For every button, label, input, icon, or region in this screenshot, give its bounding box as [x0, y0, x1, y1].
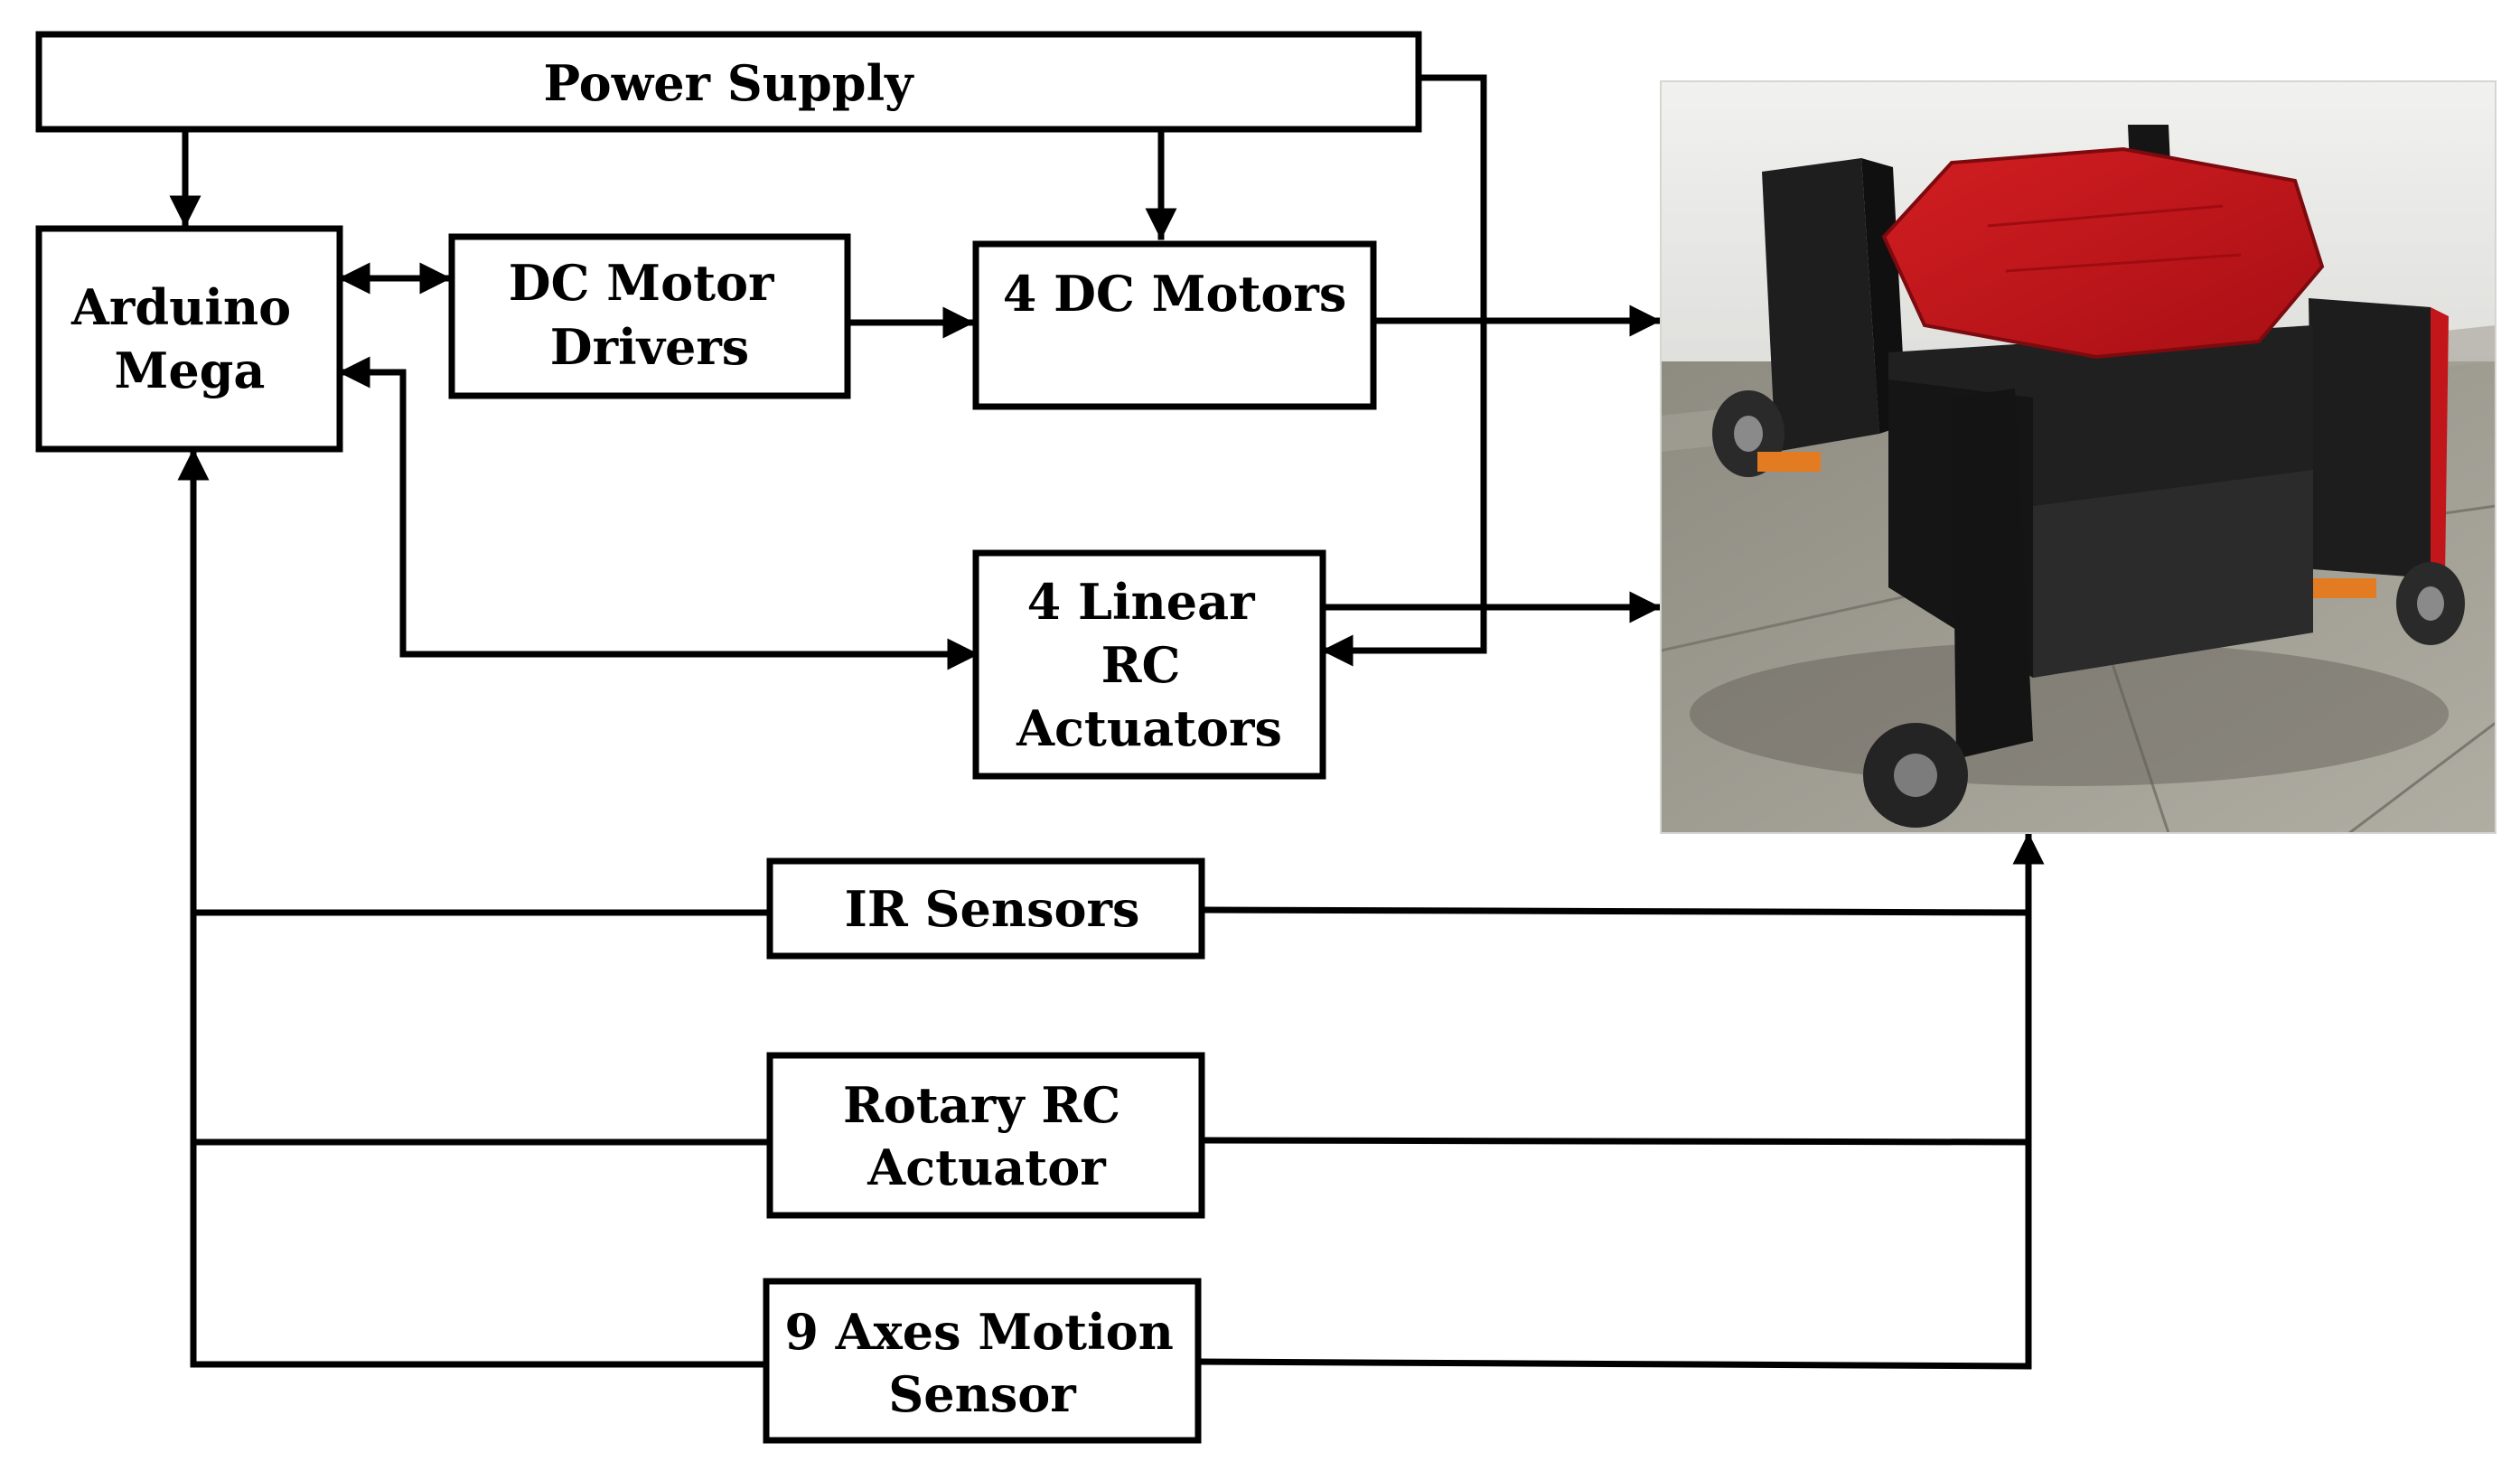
photo-robot-mount [2313, 578, 2376, 598]
photo-robot-mount [1757, 452, 1821, 472]
block-linear-rc-actuators: 4 Linear RC Actuators [972, 549, 1326, 780]
block-label-line: Rotary RC [843, 1076, 1120, 1134]
wire-arduino-linear-actuators [338, 356, 979, 670]
block-label-line: Mega [115, 342, 266, 399]
connector-lines [169, 74, 2045, 1370]
svg-text:9 Axes Motion Sensor: 9 Axes Motion Sensor [784, 1303, 1190, 1423]
block-arduino-mega: Arduino Mega [35, 225, 343, 453]
block-ir-sensors: IR Sensors [766, 857, 1205, 960]
svg-text:4 DC Motors: 4 DC Motors [1003, 265, 1347, 323]
svg-text:4 Linear RC Ac: 4 Linear RC Actuators [1016, 573, 1282, 757]
svg-text:Arduino Mega: Arduino Mega [70, 278, 308, 399]
wire-power-to-linear-actuators [1321, 74, 1487, 667]
block-label-line: Drivers [550, 318, 749, 376]
photo-robot-top-plate [1881, 146, 2325, 360]
block-label-line: Sensor [888, 1365, 1076, 1423]
block-label-line: 4 Linear [1027, 573, 1255, 631]
wire-rotary-right [1200, 1137, 2032, 1146]
block-label-line: RC [1101, 636, 1181, 694]
photo-robot-leg [2309, 298, 2431, 578]
block-label-line: 4 DC Motors [1003, 265, 1347, 323]
block-rotary-rc-actuator: Rotary RC Actuator [766, 1052, 1205, 1219]
wire-ir-right [1200, 906, 2032, 916]
svg-text:Power Supply: Power Supply [544, 54, 915, 112]
block-label-line: Arduino [70, 278, 291, 336]
wire-motion-right [1196, 1358, 2032, 1370]
block-dc-motor-drivers: DC Motor Drivers [448, 233, 851, 399]
block-9-axes-motion-sensor: 9 Axes Motion Sensor [763, 1278, 1202, 1444]
svg-text:DC Motor Drivers: DC Motor Drivers [509, 254, 792, 376]
block-label-line: Actuators [1016, 699, 1282, 757]
photo-robot-wheel [1863, 723, 1968, 828]
photo-robot-leg [1952, 389, 2033, 759]
block-dc-motors: 4 DC Motors [972, 240, 1377, 410]
block-label-line: Actuator [867, 1138, 1106, 1196]
block-power-supply: Power Supply [35, 31, 1422, 133]
photo-robot-wheel [2396, 562, 2465, 645]
svg-text:Rotary RC Actuator: Rotary RC Actuator [843, 1076, 1138, 1196]
robot-photo [1660, 80, 2497, 834]
block-label-line: DC Motor [509, 254, 774, 312]
svg-text:IR Sensors: IR Sensors [845, 880, 1140, 938]
photo-robot-leg [1762, 158, 1879, 452]
block-label-line: Power Supply [544, 54, 915, 112]
block-label-line: IR Sensors [845, 880, 1140, 938]
block-label-line: 9 Axes Motion [784, 1303, 1174, 1361]
